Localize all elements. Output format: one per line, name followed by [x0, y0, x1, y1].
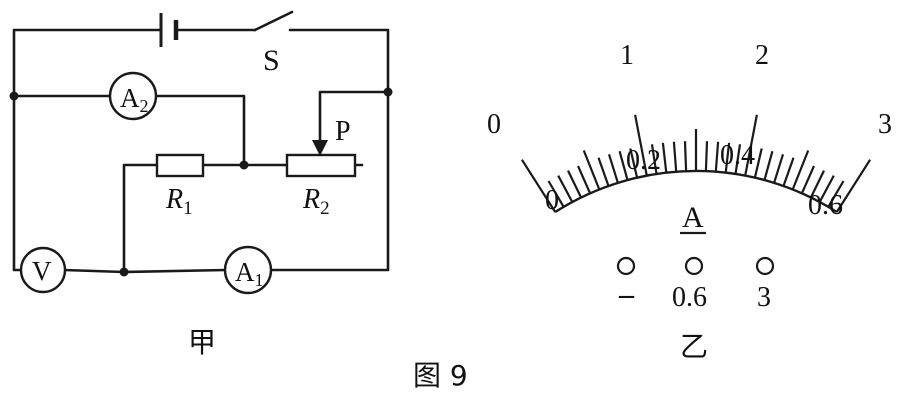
svg-text:R1: R1	[165, 184, 193, 219]
terminal-negative	[616, 256, 636, 276]
circuit-diagram: S A2 R1 R2 P V A1	[9, 10, 393, 359]
slider-arrow	[312, 140, 328, 156]
lower-label-3: 0.6	[808, 190, 843, 221]
rheostat-r2	[285, 153, 357, 178]
ammeter-a1-label: A	[235, 257, 255, 287]
dial-minor-tick	[773, 153, 785, 184]
wire-top-left	[12, 28, 162, 272]
dial-minor-tick	[567, 170, 583, 198]
meter-caption: 乙	[680, 330, 708, 363]
r2-subscript: 2	[320, 198, 330, 219]
figure-caption: 图 9	[413, 359, 468, 392]
lower-label-2: 0.4	[720, 140, 755, 171]
circuit-wires	[12, 28, 390, 274]
r1-label: R	[165, 184, 183, 215]
resistor-r1	[155, 153, 205, 178]
slider-label: P	[335, 116, 351, 147]
dial-minor-tick	[724, 142, 731, 173]
terminal-label-negative: –	[618, 278, 635, 311]
voltmeter-label: V	[32, 256, 52, 286]
dial-minor-tick	[576, 165, 592, 194]
voltmeter: V	[19, 246, 67, 294]
dial-major-tick	[835, 159, 872, 213]
dial-minor-tick	[607, 153, 619, 184]
dial-minor-tick	[763, 150, 774, 181]
switch-label: S	[263, 44, 280, 77]
ammeter-a2-subscript: 2	[140, 96, 149, 116]
upper-label-0: 0	[487, 109, 501, 140]
dial-minor-tick	[782, 157, 795, 187]
upper-label-1: 1	[620, 40, 634, 71]
dial-minor-tick	[714, 141, 720, 172]
terminal-3	[755, 256, 775, 276]
meter-terminals	[616, 256, 775, 276]
junction-dots	[9, 87, 393, 277]
dial-minor-tick	[704, 141, 709, 172]
wire-r1-left	[122, 163, 159, 274]
circuit-caption: 甲	[188, 326, 216, 359]
dial-major-tick	[634, 114, 648, 176]
svg-text:R2: R2	[302, 184, 330, 219]
dial-minor-tick	[582, 150, 601, 190]
dial-major-tick	[520, 159, 557, 213]
dial-minor-tick	[753, 148, 763, 178]
dial-minor-tick	[597, 157, 610, 187]
r1-subscript: 1	[183, 198, 193, 219]
wire-slider	[318, 90, 390, 146]
terminal-label-3: 3	[757, 282, 771, 313]
switch	[253, 10, 294, 32]
dial-minor-tick	[661, 142, 668, 173]
dial-minor-tick	[734, 144, 742, 175]
wire-v-to-a1	[62, 268, 228, 274]
dial-minor-tick	[818, 175, 835, 203]
ammeter-a1-subscript: 1	[255, 270, 264, 290]
dial-minor-tick	[800, 165, 816, 194]
dial-minor-tick	[672, 141, 678, 172]
dial-minor-tick	[650, 144, 658, 175]
ammeter-dial: 0 1 2 3 0 0.2 0.4 0.6 A – 0.6 3 乙	[487, 40, 892, 363]
wire-a2-right	[154, 94, 246, 167]
svg-text:A1: A1	[235, 257, 264, 290]
upper-label-3: 3	[878, 109, 892, 140]
dial-major-tick	[744, 114, 758, 176]
ammeter-a2-label: A	[120, 83, 140, 113]
dial-minor-tick	[683, 141, 688, 172]
terminal-0-6	[684, 256, 704, 276]
dial-ticks	[520, 114, 872, 213]
dial-minor-tick	[547, 180, 565, 208]
dial-minor-tick	[791, 150, 810, 190]
dial-minor-tick	[618, 150, 629, 181]
dial-minor-tick	[629, 148, 639, 178]
lower-label-0: 0	[545, 185, 559, 216]
dial-arc	[554, 169, 838, 214]
terminal-label-0-6: 0.6	[672, 282, 707, 313]
lower-label-1: 0.2	[626, 145, 661, 176]
dial-minor-tick	[809, 170, 825, 198]
r2-label: R	[302, 184, 320, 215]
ammeter-a2: A2	[108, 71, 158, 121]
battery	[159, 13, 179, 47]
upper-label-2: 2	[755, 40, 769, 71]
dial-minor-tick	[827, 180, 845, 208]
dial-minor-tick	[557, 175, 574, 203]
wire-switch-to-right	[268, 28, 390, 272]
ammeter-a1: A1	[223, 245, 273, 295]
meter-unit: A	[682, 201, 704, 234]
svg-text:A2: A2	[120, 83, 149, 116]
